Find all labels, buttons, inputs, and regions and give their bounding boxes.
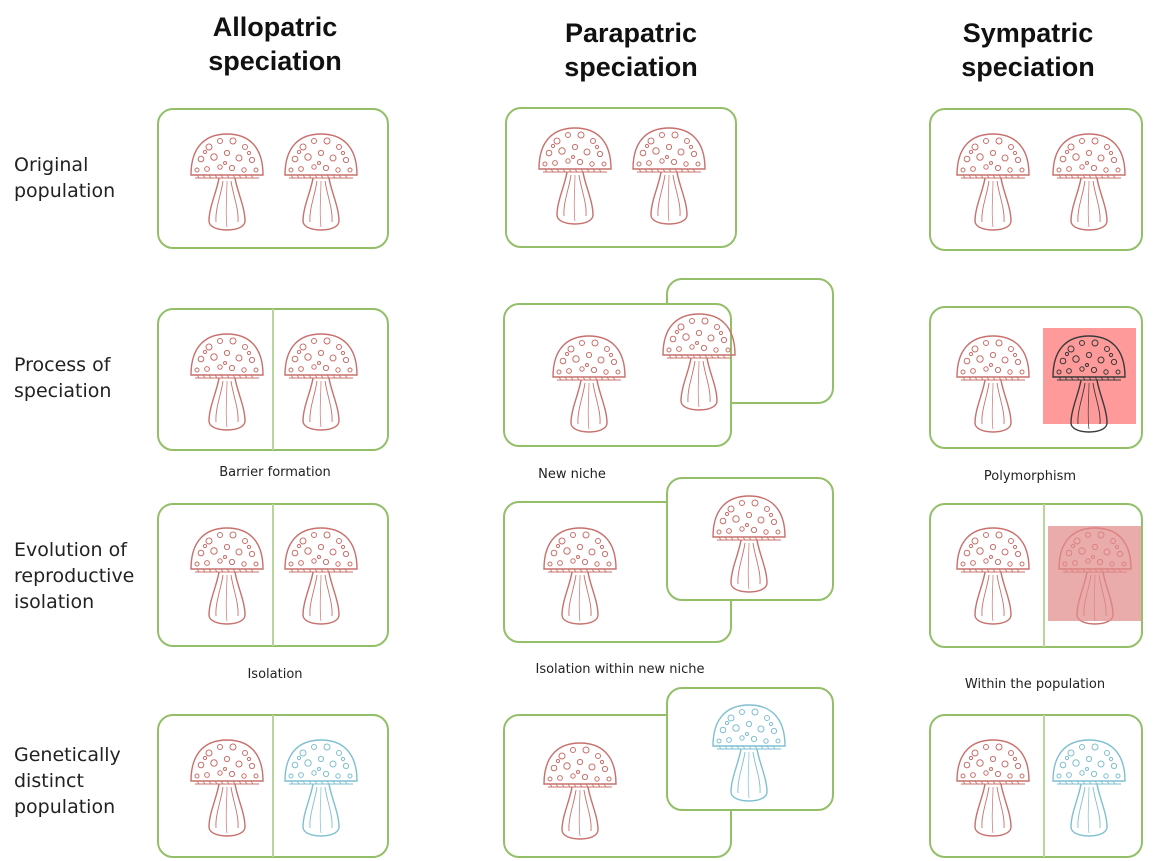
barrier-line [272, 504, 274, 646]
isolation-line [1043, 504, 1045, 647]
mushroom-icon [709, 491, 789, 601]
caption-isolation-within-new-niche: Isolation within new niche [505, 662, 735, 677]
mushroom-icon [1049, 331, 1129, 441]
mushroom-icon [953, 129, 1033, 239]
mushroom-icon [953, 523, 1033, 633]
mushroom-icon [281, 129, 361, 239]
mushroom-icon [1049, 735, 1129, 845]
column-title-sympatric: Sympatric speciation [913, 16, 1143, 84]
mushroom-icon [549, 331, 629, 441]
column-title-parapatric: Parapatric speciation [516, 16, 746, 84]
mushroom-icon [281, 735, 361, 845]
mushroom-icon [540, 738, 620, 848]
barrier-line [272, 715, 274, 857]
mushroom-icon [953, 331, 1033, 441]
caption-polymorphism: Polymorphism [960, 469, 1100, 484]
caption-within-the-population: Within the population [925, 677, 1145, 692]
mushroom-icon [281, 523, 361, 633]
mushroom-icon [1049, 129, 1129, 239]
caption-barrier-formation: Barrier formation [185, 465, 365, 480]
row-label-evolution: Evolution of reproductive isolation [14, 537, 154, 615]
row-label-original: Original population [14, 152, 154, 204]
barrier-line [272, 309, 274, 450]
mushroom-icon [187, 735, 267, 845]
mushroom-icon [535, 123, 615, 233]
mushroom-icon [187, 329, 267, 439]
mushroom-icon [281, 329, 361, 439]
row-label-process: Process of speciation [14, 352, 154, 404]
mushroom-icon [953, 735, 1033, 845]
row-label-genetically-distinct: Genetically distinct population [14, 742, 154, 820]
mushroom-icon [659, 309, 739, 419]
mushroom-icon [629, 123, 709, 233]
column-title-allopatric: Allopatric speciation [160, 10, 390, 78]
isolation-line [1043, 715, 1045, 857]
polymorphism-highlight [1048, 526, 1141, 621]
mushroom-icon [540, 523, 620, 633]
caption-isolation: Isolation [205, 667, 345, 682]
caption-new-niche: New niche [512, 467, 632, 482]
mushroom-icon [187, 523, 267, 633]
mushroom-icon [709, 700, 789, 810]
mushroom-icon [187, 129, 267, 239]
